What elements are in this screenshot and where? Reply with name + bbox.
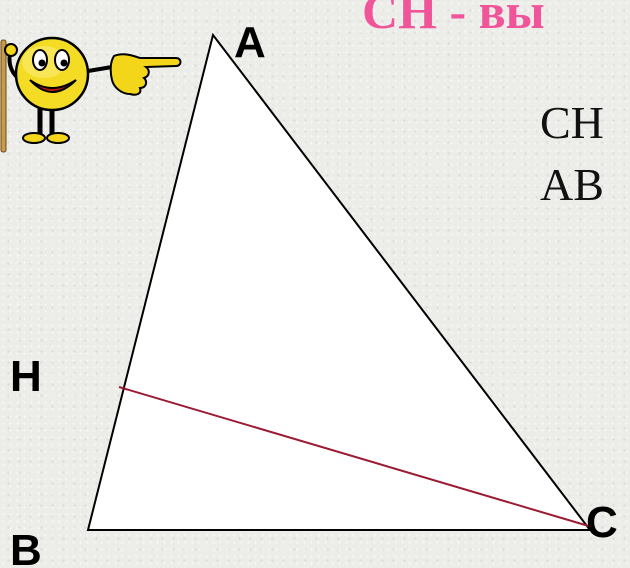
text-line-ch: CH	[540, 97, 604, 148]
triangle-abc	[86, 32, 593, 531]
vertex-label-c: C	[586, 498, 618, 547]
vertex-label-a: A	[234, 18, 266, 67]
vertex-label-b: B	[10, 526, 42, 568]
altitude-ch	[118, 386, 593, 528]
smiley-pointing-icon	[0, 36, 182, 153]
slide-title: CH - вы	[362, 0, 545, 39]
vertex-label-h: H	[10, 352, 42, 401]
text-line-ab: AB	[540, 159, 604, 210]
